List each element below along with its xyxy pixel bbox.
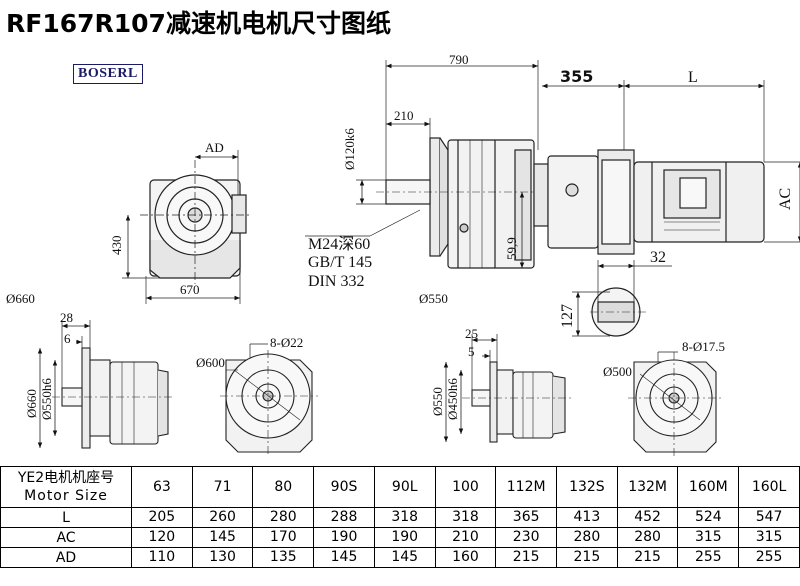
f1-holes-label: 8-Ø22 — [270, 335, 303, 350]
f2-holes-label: 8-Ø17.5 — [682, 339, 725, 354]
f1-dim-d550-label: Ø550h6 — [39, 378, 54, 420]
dim-ac-label: AC — [777, 188, 794, 210]
table-row-label: AC — [0, 527, 132, 548]
f1-dim-6-label: 6 — [64, 331, 71, 346]
table-cell: 145 — [313, 547, 375, 568]
table-header-cell: YE2电机机座号 Motor Size — [0, 466, 132, 508]
dim-355-label: 355 — [560, 67, 593, 86]
table-cell: 260 — [191, 507, 254, 528]
f2-dim-d450-label: Ø450h6 — [445, 378, 460, 420]
table-cell: 120 — [131, 527, 193, 548]
f1-dim-28-label: 28 — [60, 310, 73, 325]
table-size-header: 71 — [191, 466, 254, 508]
dim-ad-label: AD — [205, 140, 224, 155]
page-title: RF167R107减速机电机尺寸图纸 — [6, 9, 391, 38]
table-cell: 170 — [252, 527, 315, 548]
table-cell: 255 — [738, 547, 800, 568]
flange-660-heading: Ø660 — [6, 291, 35, 306]
f2-dim-25-label: 25 — [465, 326, 478, 341]
header-line-en: Motor Size — [24, 488, 108, 504]
f1-dim-d600-label: Ø600 — [196, 355, 225, 370]
table-cell: 413 — [556, 507, 618, 528]
table-cell: 205 — [131, 507, 193, 528]
dim-670-label: 670 — [180, 282, 200, 297]
brand-logo: BOSERL — [73, 64, 143, 84]
table-cell: 315 — [738, 527, 800, 548]
table-size-header: 160M — [677, 466, 740, 508]
table-cell: 280 — [556, 527, 618, 548]
dim-l-label: L — [688, 69, 698, 86]
technical-drawing: AD 430 670 — [6, 52, 800, 456]
f2-dim-d500-label: Ø500 — [603, 364, 632, 379]
table-cell: 452 — [616, 507, 679, 528]
table-cell: 215 — [495, 547, 558, 568]
table-cell: 365 — [495, 507, 558, 528]
dim-210-label: 210 — [394, 108, 414, 123]
table-size-header: 80 — [252, 466, 315, 508]
side-view — [305, 60, 800, 337]
table-cell: 160 — [434, 547, 497, 568]
table-size-header: 160L — [738, 466, 800, 508]
f2-dim-d550-label: Ø550 — [430, 387, 445, 416]
table-cell: 190 — [373, 527, 436, 548]
flange-550-side-view — [443, 334, 572, 443]
header-line-cn: YE2电机机座号 — [17, 470, 115, 486]
table-cell: 190 — [313, 527, 375, 548]
table-cell: 255 — [677, 547, 740, 568]
table-size-header: 90S — [313, 466, 375, 508]
table-cell: 524 — [677, 507, 740, 528]
table-row-label: L — [0, 507, 132, 528]
table-cell: 215 — [616, 547, 679, 568]
standard-din-label: DIN 332 — [308, 273, 364, 290]
flange-550-heading: Ø550 — [419, 291, 448, 306]
table-cell: 318 — [373, 507, 436, 528]
table-size-header: 112M — [495, 466, 558, 508]
table-cell: 145 — [191, 527, 254, 548]
standard-gbt-label: GB/T 145 — [308, 254, 372, 271]
flange-660-front-view — [220, 343, 318, 456]
dim-790-label: 790 — [449, 52, 469, 67]
thread-label: M24深60 — [308, 235, 370, 253]
table-size-header: 132S — [556, 466, 618, 508]
table-cell: 315 — [677, 527, 740, 548]
flange-660-side-view — [37, 320, 175, 449]
dim-key-width-label: 32 — [650, 249, 666, 266]
table-cell: 280 — [252, 507, 315, 528]
table-size-header: 132M — [616, 466, 679, 508]
table-size-header: 100 — [434, 466, 497, 508]
table-cell: 130 — [191, 547, 254, 568]
table-row-label: AD — [0, 547, 132, 568]
table-cell: 135 — [252, 547, 315, 568]
dim-center-height-label: 59,9 — [504, 237, 519, 260]
end-view — [122, 150, 252, 304]
table-cell: 215 — [556, 547, 618, 568]
table-cell: 230 — [495, 527, 558, 548]
dim-shaft-diameter-label: Ø120k6 — [342, 128, 357, 170]
table-cell: 288 — [313, 507, 375, 528]
dim-430-label: 430 — [109, 236, 124, 256]
f1-dim-d660-label: Ø660 — [24, 389, 39, 418]
table-size-header: 90L — [373, 466, 436, 508]
f2-dim-5-label: 5 — [468, 344, 475, 359]
table-cell: 280 — [616, 527, 679, 548]
table-cell: 145 — [373, 547, 436, 568]
table-size-header: 63 — [131, 466, 193, 508]
flange-550-front-view — [628, 351, 722, 456]
table-cell: 318 — [434, 507, 497, 528]
table-cell: 210 — [434, 527, 497, 548]
table-cell: 547 — [738, 507, 800, 528]
table-cell: 110 — [131, 547, 193, 568]
dim-key-height-label: 127 — [559, 304, 576, 328]
